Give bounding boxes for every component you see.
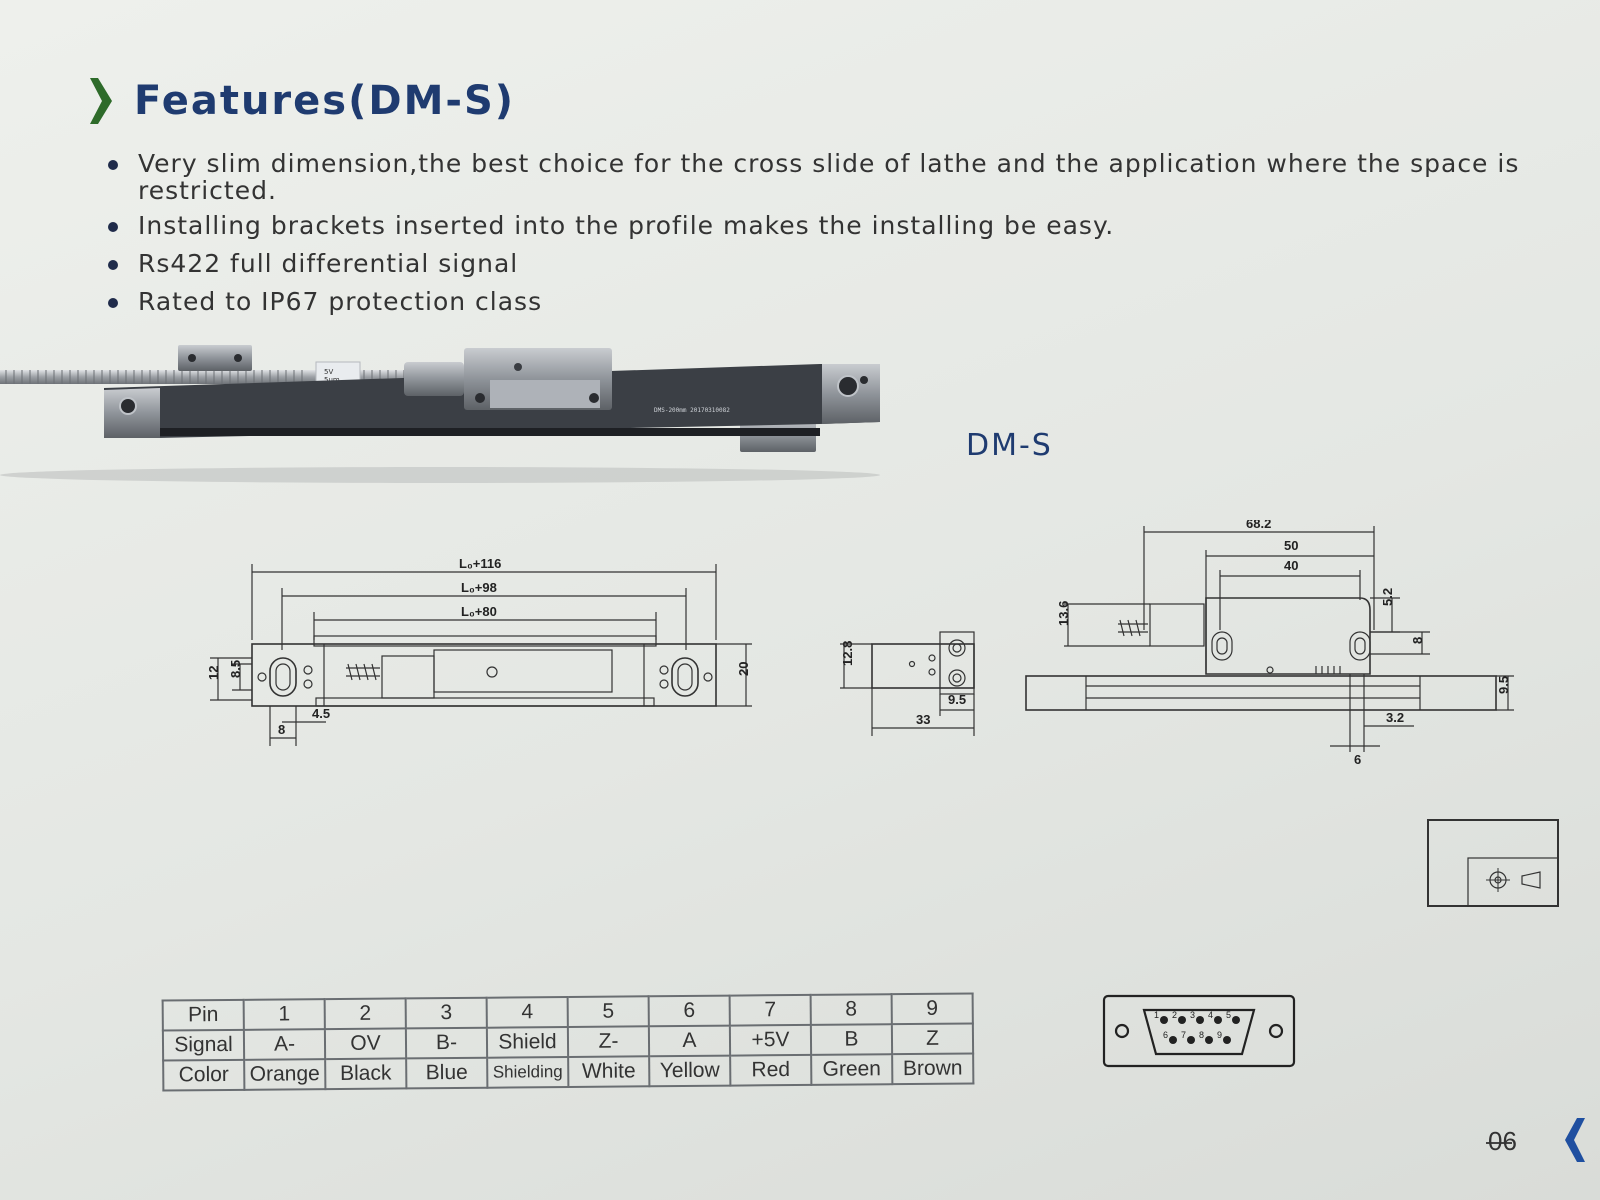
svg-text:8: 8 [278,722,285,737]
svg-text:4: 4 [1208,1010,1213,1020]
svg-text:9.5: 9.5 [1496,676,1511,694]
svg-text:5um: 5um [324,376,340,384]
page-number: 06 [1488,1126,1517,1156]
projection-symbol [1427,819,1559,907]
chevron-left-icon [1565,1118,1585,1162]
table-cell: A [648,1025,731,1057]
feature-item: Rs422 full differential signal [108,250,1528,278]
chevron-right-icon [90,78,112,124]
feature-item: Very slim dimension,the best choice for … [108,150,1528,204]
svg-text:L₀+98: L₀+98 [461,580,497,595]
section-header: Features(DM-S) [90,78,515,124]
svg-text:9.5: 9.5 [948,692,966,707]
svg-text:68.2: 68.2 [1246,520,1271,531]
svg-text:L₀+80: L₀+80 [461,604,497,619]
feature-list: Very slim dimension,the best choice for … [108,150,1528,326]
page-title: Features(DM-S) [134,78,516,124]
feature-item: Installing brackets inserted into the pr… [108,212,1528,240]
bullet-icon [108,260,118,270]
table-cell: Shielding [487,1056,569,1088]
svg-text:6: 6 [1354,752,1361,767]
svg-text:12.8: 12.8 [840,641,855,666]
table-cell: Red [730,1054,812,1086]
pin-table: Pin 1 2 3 4 5 6 7 8 9 Signal A- OV B- Sh… [162,992,975,1091]
feature-item: Rated to IP67 protection class [108,288,1528,316]
bullet-icon [108,160,118,170]
svg-text:4.5: 4.5 [312,706,330,721]
svg-text:13.6: 13.6 [1056,601,1071,626]
svg-text:5: 5 [1226,1010,1231,1020]
svg-text:2: 2 [1172,1010,1177,1020]
page-number-rule [1486,1142,1512,1144]
product-photo: 5V 5um 3m DMS-200mm 20170310082 [0,345,880,483]
svg-text:5V: 5V [324,368,333,376]
svg-text:8: 8 [1199,1030,1204,1040]
table-cell: OV [324,1028,407,1060]
svg-text:7: 7 [1181,1030,1186,1040]
bullet-icon [108,298,118,308]
table-row: Color Orange Black Blue Shielding White … [163,1053,974,1091]
head-view-drawing: 68.2 50 40 13.6 5.2 8 9.5 3.2 6 [1025,520,1514,767]
table-cell: Color [163,1059,245,1091]
model-label: DM-S [966,428,1053,463]
table-cell: 9 [891,993,973,1025]
db9-connector-diagram: 1 2 3 4 5 6 7 8 9 [1102,994,1296,1068]
front-view-drawing: L₀+116 L₀+98 L₀+80 12 8.5 20 4.5 8 [206,556,752,746]
table-cell: Black [325,1058,407,1090]
svg-text:40: 40 [1284,558,1298,573]
table-cell: 8 [810,994,892,1025]
table-cell: Shield [486,1027,569,1058]
table-cell: Yellow [649,1055,731,1087]
bullet-icon [108,222,118,232]
svg-text:5.2: 5.2 [1380,588,1395,606]
table-cell: Pin [162,999,244,1031]
svg-text:L₀+116: L₀+116 [459,556,501,571]
table-cell: 3 [405,997,487,1029]
svg-text:20: 20 [736,662,751,676]
svg-text:6: 6 [1163,1030,1168,1040]
svg-text:9: 9 [1217,1030,1222,1040]
table-cell: 1 [243,999,325,1030]
table-cell: B- [405,1027,488,1059]
table-cell: 5 [567,996,649,1028]
table-cell: Orange [244,1059,326,1090]
svg-text:DMS-200mm 20170310082: DMS-200mm 20170310082 [654,407,730,414]
table-cell: Green [811,1054,893,1085]
table-cell: Brown [892,1053,974,1085]
table-cell: Z- [567,1026,650,1057]
table-cell: 7 [729,994,811,1026]
table-cell: +5V [729,1024,812,1056]
table-cell: 6 [648,995,730,1027]
svg-text:8: 8 [1410,637,1425,644]
table-cell: 4 [486,997,568,1028]
table-cell: Z [891,1023,974,1055]
svg-text:33: 33 [916,712,930,727]
svg-text:3.2: 3.2 [1386,710,1404,725]
table-cell: 2 [324,998,406,1030]
side-view-drawing: 12.8 33 9.5 [840,631,975,736]
table-cell: White [568,1056,650,1087]
table-cell: B [810,1024,893,1055]
svg-text:8.5: 8.5 [228,660,243,678]
table-cell: A- [243,1029,326,1060]
table-cell: Signal [162,1029,245,1061]
svg-text:12: 12 [206,666,221,680]
svg-text:50: 50 [1284,538,1298,553]
table-cell: Blue [406,1057,488,1089]
svg-text:1: 1 [1154,1010,1159,1020]
svg-text:3: 3 [1190,1010,1195,1020]
